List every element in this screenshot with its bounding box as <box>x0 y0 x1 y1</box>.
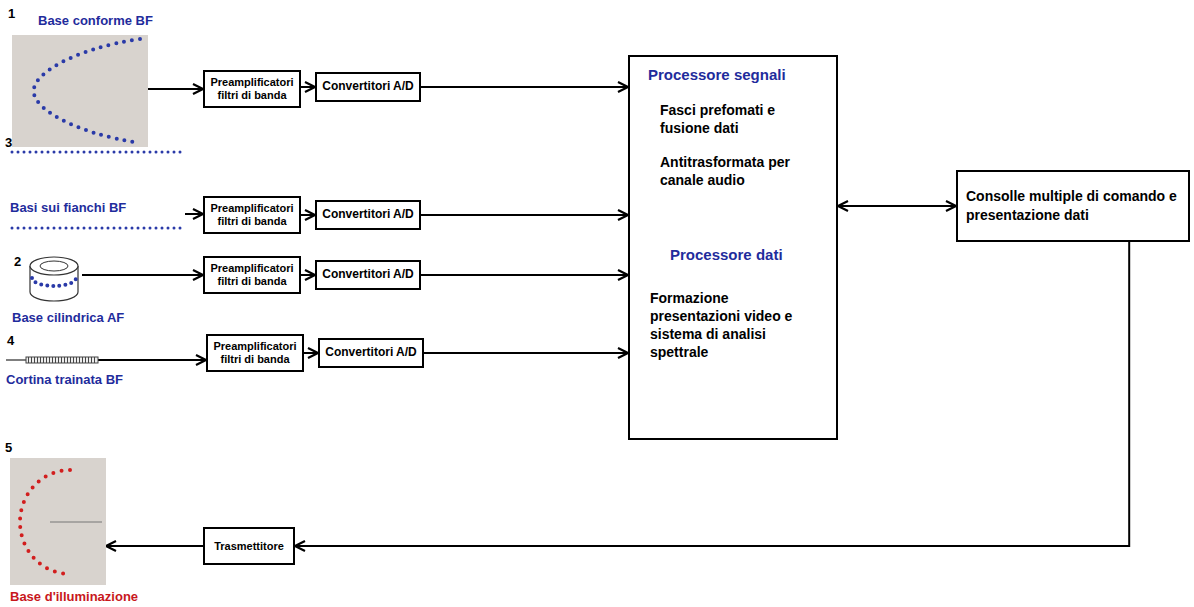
sensor-array: Basi sui fianchi BF <box>10 148 185 232</box>
array-name: Base d'illuminazione <box>10 589 138 604</box>
array-name: Cortina trainata BF <box>6 372 123 387</box>
callout-number: 4 <box>7 333 14 348</box>
process-box: Convertitori A/D <box>315 200 421 230</box>
sensor-array: Base conforme BF <box>12 35 148 147</box>
array-illustration <box>26 252 82 304</box>
process-box: Convertitori A/D <box>315 260 421 290</box>
array-illustration <box>10 148 185 232</box>
signal-arrow <box>838 205 956 207</box>
box-text: Trasmettitore <box>214 540 284 553</box>
box-text: Preamplificatori filtri di banda <box>212 340 298 365</box>
callout-number: 2 <box>14 254 21 269</box>
signal-arrow <box>301 274 315 276</box>
signal-arrow <box>82 274 203 276</box>
signal-arrow <box>301 214 315 216</box>
function-text: Formazione presentazioni video e sistema… <box>650 289 820 362</box>
signal-arrow <box>421 214 628 216</box>
process-box: Preamplificatori filtri di banda <box>206 334 304 372</box>
box-text: Convertitori A/D <box>322 80 414 94</box>
signal-arrow <box>185 213 203 215</box>
section-heading: Processore segnali <box>648 65 824 85</box>
signal-arrow <box>424 352 628 354</box>
box-text: Preamplificatori filtri di banda <box>209 202 295 227</box>
sensor-array: Base cilindrica AF <box>26 252 82 304</box>
signal-arrow <box>148 88 203 90</box>
array-illustration <box>6 352 98 368</box>
array-illustration <box>10 458 106 585</box>
array-name: Basi sui fianchi BF <box>10 200 126 215</box>
signal-arrow <box>421 274 628 276</box>
box-text: Preamplificatori filtri di banda <box>209 76 295 101</box>
sensor-array: Base d'illuminazione <box>10 458 106 585</box>
callout-number: 5 <box>5 440 12 455</box>
process-box: Trasmettitore <box>203 527 295 565</box>
console-box: Consolle multiple di comando e presentaz… <box>956 170 1190 242</box>
box-text: Convertitori A/D <box>322 208 414 222</box>
callout-number: 1 <box>8 6 15 21</box>
signal-arrow <box>304 352 318 354</box>
process-box: Preamplificatori filtri di banda <box>203 256 301 294</box>
section-heading: Processore dati <box>670 245 824 265</box>
process-box: Convertitori A/D <box>315 72 421 102</box>
sensor-array: Cortina trainata BF <box>6 352 98 368</box>
function-text: Fasci prefomati e fusione dati <box>660 101 810 137</box>
signal-arrow <box>98 359 206 361</box>
process-box: Preamplificatori filtri di banda <box>203 70 301 108</box>
process-box: Convertitori A/D <box>318 338 424 368</box>
process-box: Preamplificatori filtri di banda <box>203 196 301 234</box>
callout-number: 3 <box>5 135 12 150</box>
box-text: Consolle multiple di comando e presentaz… <box>966 187 1180 225</box>
signal-arrow <box>301 86 315 88</box>
signal-arrow <box>106 545 203 547</box>
array-name: Base cilindrica AF <box>12 310 124 325</box>
array-name: Base conforme BF <box>38 13 153 28</box>
array-illustration <box>12 35 148 147</box>
function-text: Antitrasformata per canale audio <box>660 153 810 189</box>
box-text: Preamplificatori filtri di banda <box>209 262 295 287</box>
processor-box: Processore segnaliFasci prefomati e fusi… <box>628 55 838 440</box>
box-text: Convertitori A/D <box>325 346 417 360</box>
signal-arrow <box>421 86 628 88</box>
box-text: Convertitori A/D <box>322 268 414 282</box>
